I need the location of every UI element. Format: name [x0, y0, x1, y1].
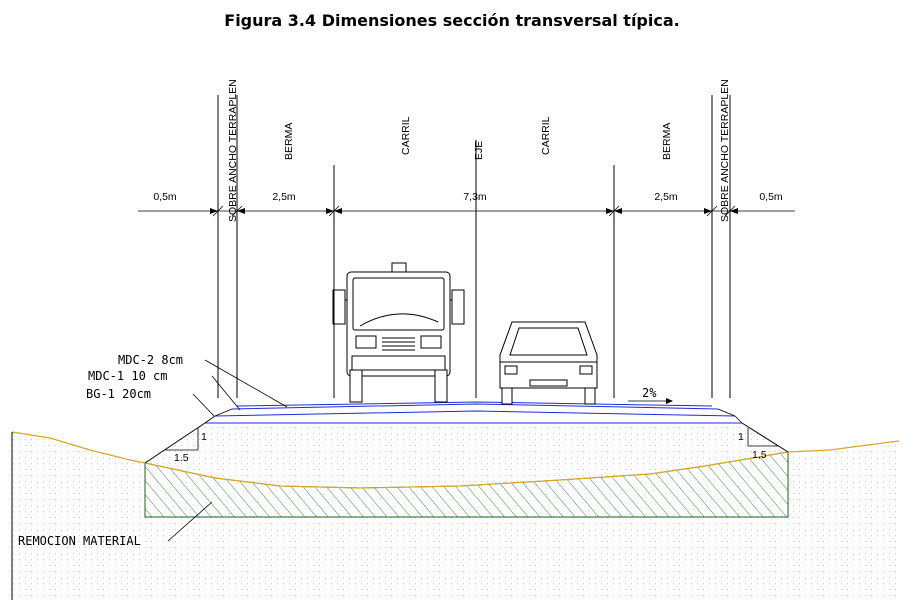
- leader-removal: [167, 501, 213, 542]
- leader-mdc1: [211, 375, 241, 411]
- left-layer-edge: [204, 415, 216, 424]
- right-slope-vertical: 1: [738, 431, 744, 443]
- dim-berma-right: 2,5m: [654, 191, 678, 203]
- label-carril-left: CARRIL: [400, 116, 412, 155]
- slope-percentage: 2%: [642, 386, 657, 400]
- slope-arrowhead-icon: [666, 398, 673, 404]
- label-berma-left: BERMA: [283, 123, 295, 160]
- right-slope-line: [741, 422, 789, 453]
- mdc1-layer-line: [214, 410, 736, 417]
- dim-outer-left: 0,5m: [153, 191, 177, 203]
- embankment-fill: [145, 423, 788, 488]
- label-eje: EJE: [473, 141, 485, 160]
- layer-mdc2-label: MDC-2 8cm: [118, 353, 183, 367]
- dim-outer-right: 0,5m: [759, 191, 783, 203]
- dim-berma-left: 2,5m: [272, 191, 296, 203]
- left-layer-edge-2: [214, 408, 233, 417]
- right-slope-horizontal: 1,5: [752, 449, 767, 461]
- left-slope-vertical: 1: [201, 431, 207, 443]
- dim-calzada: 7,3m: [463, 191, 487, 203]
- ground-fill: [12, 432, 899, 600]
- label-berma-right: BERMA: [661, 123, 673, 160]
- figure-title: Figura 3.4 Dimensiones sección transvers…: [224, 11, 679, 30]
- mdc2-layer-line: [231, 403, 719, 410]
- removal-material-label: REMOCION MATERIAL: [18, 534, 141, 548]
- surface-line: [236, 401, 713, 407]
- right-slope-ratio: [747, 428, 778, 447]
- label-sobre-ancho-right: SOBRE ANCHO TERRAPLEN: [719, 79, 731, 222]
- right-layer-edge-2: [717, 408, 736, 417]
- left-slope-horizontal: 1.5: [174, 452, 189, 464]
- layer-bg1-label: BG-1 20cm: [86, 387, 151, 401]
- truck-icon: [332, 262, 465, 403]
- car-icon: [499, 321, 598, 405]
- pavement-layers: [205, 401, 742, 424]
- label-sobre-ancho-left: SOBRE ANCHO TERRAPLEN: [227, 79, 239, 222]
- leader-bg1: [192, 393, 215, 417]
- layer-mdc1-label: MDC-1 10 cm: [88, 369, 167, 383]
- label-carril-right: CARRIL: [540, 116, 552, 155]
- leader-mdc2: [204, 359, 288, 408]
- left-slope-line: [144, 422, 206, 464]
- dimension-line: [138, 205, 795, 217]
- vertical-reference-lines: [217, 95, 731, 398]
- ground-surface-line: [11, 431, 900, 489]
- right-layer-edge: [734, 415, 743, 424]
- left-slope-ratio: [165, 428, 199, 451]
